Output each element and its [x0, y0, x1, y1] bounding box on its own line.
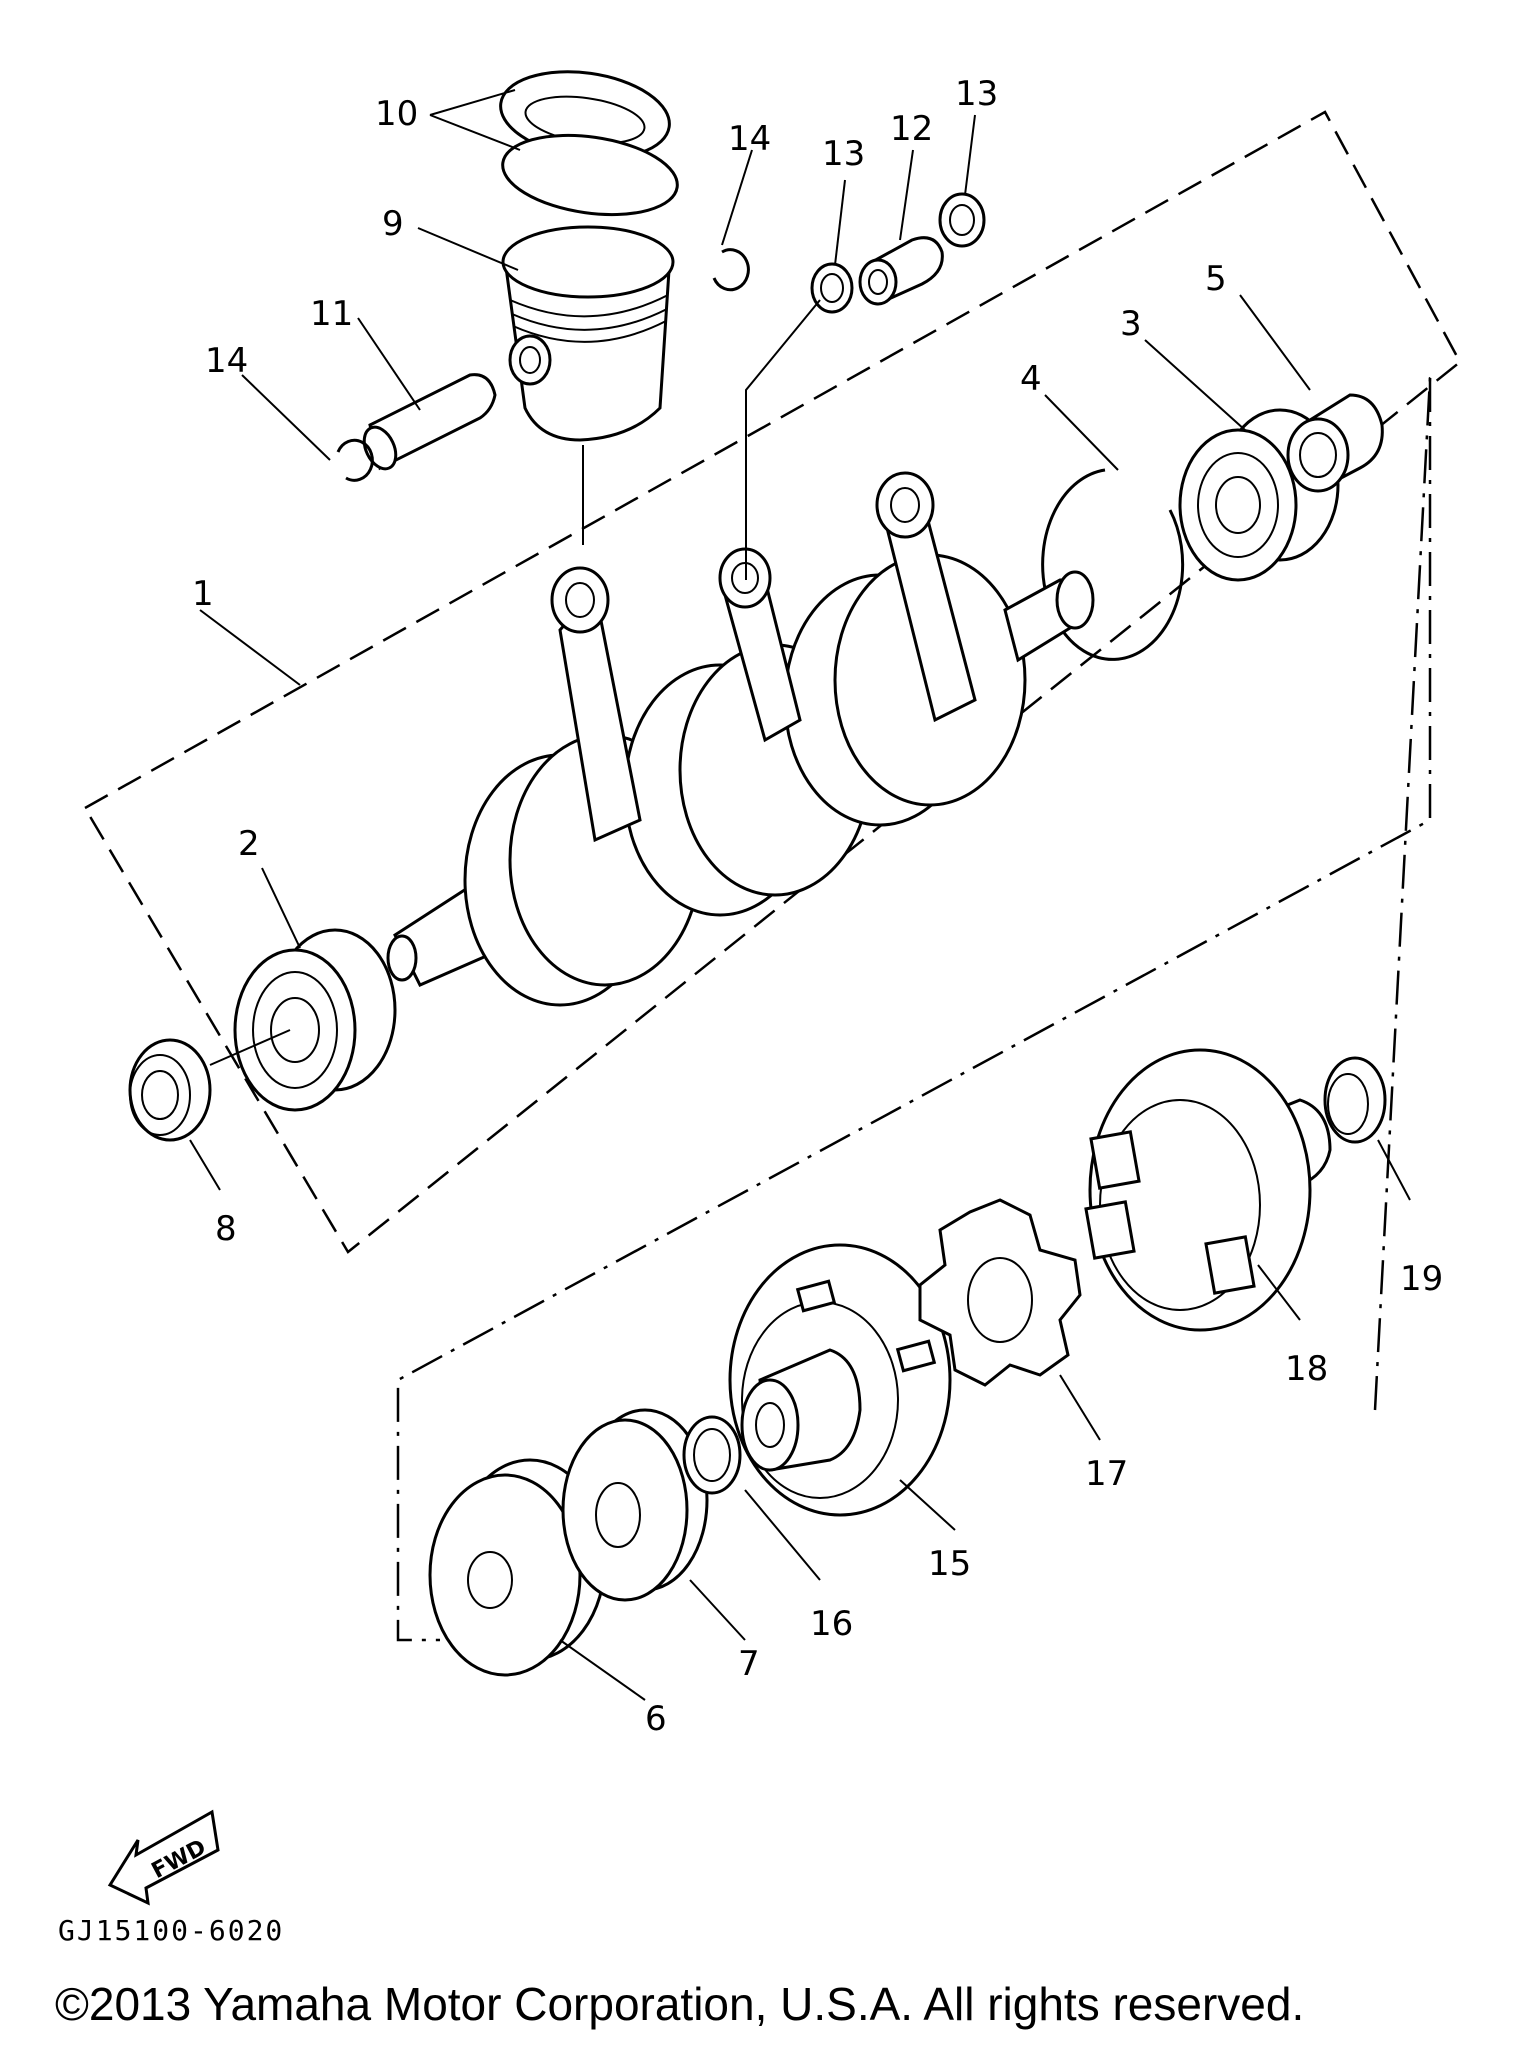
piston [501, 225, 675, 442]
collar-medium [561, 1408, 709, 1602]
clip-right [712, 248, 750, 292]
callout-10: 10 [375, 94, 418, 134]
coupling-front [728, 1243, 952, 1517]
piston-pin [362, 373, 497, 471]
callout-8: 8 [215, 1209, 237, 1249]
callout-5: 5 [1205, 259, 1227, 299]
circlip [1041, 468, 1185, 661]
clip-left [336, 438, 374, 482]
crankshaft [386, 471, 1095, 1007]
o-ring [682, 1415, 742, 1495]
callout-12: 12 [890, 109, 933, 149]
damper [918, 1198, 1082, 1387]
callout-15: 15 [928, 1544, 971, 1584]
callout-2: 2 [238, 824, 260, 864]
callout-17: 17 [1085, 1454, 1128, 1494]
callout-3: 3 [1120, 304, 1142, 344]
main-bearing-left [233, 928, 397, 1112]
washer-left [810, 262, 854, 314]
washer-right [938, 192, 986, 248]
coupling-boundary-dashdot-lower [396, 378, 1432, 1642]
coupling-rear [1084, 1048, 1332, 1332]
callout-14-left: 14 [205, 341, 248, 381]
callout-6: 6 [645, 1699, 667, 1739]
callout-13-right: 13 [955, 74, 998, 114]
callout-labels: 10 9 11 14 14 13 12 13 5 3 4 1 2 8 19 18… [192, 74, 1443, 1739]
leader-lines [189, 89, 1411, 1701]
fwd-arrow-icon: FWD [107, 1809, 220, 1906]
callout-9: 9 [382, 204, 404, 244]
callout-11: 11 [310, 294, 353, 334]
callout-19: 19 [1400, 1259, 1443, 1299]
collar-small [1323, 1056, 1387, 1144]
callout-14-right: 14 [728, 119, 771, 159]
callout-13-left: 13 [822, 134, 865, 174]
piston-rings [499, 70, 679, 217]
bush [858, 236, 944, 306]
callout-4: 4 [1020, 359, 1042, 399]
callout-1: 1 [192, 574, 214, 614]
callout-16: 16 [810, 1604, 853, 1644]
collar [1286, 393, 1384, 493]
oil-seal [128, 1038, 212, 1142]
callout-18: 18 [1285, 1349, 1328, 1389]
copyright-notice: ©2013 Yamaha Motor Corporation, U.S.A. A… [55, 1978, 1304, 2030]
coupling-boundary-dashdot [1373, 369, 1437, 1411]
diagram-part-number: GJ15100-6020 [58, 1914, 284, 1947]
callout-7: 7 [738, 1644, 760, 1684]
